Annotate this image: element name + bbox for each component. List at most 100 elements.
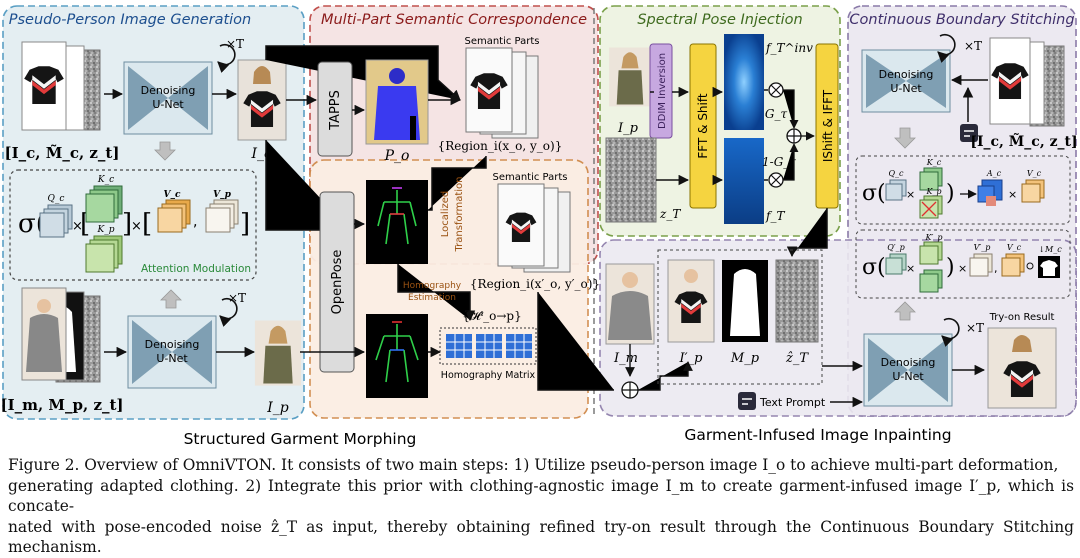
svg-text:,: ,: [193, 214, 197, 230]
svg-text:Denoising: Denoising: [881, 356, 936, 369]
semantic-parts-stack-2: [497, 183, 571, 273]
key-matrix-kp: [85, 235, 123, 273]
stitch-vc-2: [1001, 253, 1025, 277]
spectral-source-person: [609, 47, 651, 107]
fft-shift-module[interactable]: FFT & Shift: [689, 43, 717, 209]
denoising-unet-1: Denoising U-Net: [123, 61, 213, 135]
svg-text:A_c: A_c: [986, 169, 1002, 178]
svg-text:σ(: σ(: [862, 181, 886, 206]
svg-text:V_c: V_c: [1007, 243, 1022, 252]
svg-text:Q_c: Q_c: [48, 194, 65, 204]
homography-set-label: {𝓗ⁱ_o→p}: [462, 309, 521, 323]
text-prompt-label: Text Prompt: [759, 396, 826, 409]
svg-text:Estimation: Estimation: [408, 293, 456, 303]
value-matrix-vp: [205, 199, 239, 233]
svg-text:K_c: K_c: [926, 158, 942, 167]
svg-text:]: ]: [122, 209, 132, 239]
svg-text:K_p: K_p: [925, 187, 941, 196]
homography-matrix-label: Homography Matrix: [441, 370, 536, 381]
svg-text:×: ×: [72, 219, 83, 234]
svg-text:IShift & IFFT: IShift & IFFT: [821, 89, 835, 162]
query-matrix-qc: [39, 204, 73, 238]
garment-infused-image: [667, 259, 715, 343]
garment-mask-icon: [1038, 256, 1060, 278]
ip-prime-label: I′_p: [679, 351, 704, 366]
svg-text:↓M_c: ↓M_c: [1038, 245, 1062, 254]
svg-text:): ): [946, 181, 955, 206]
ddim-inversion-module[interactable]: DDIM Inversion: [649, 43, 673, 139]
svg-text:TAPPS: TAPPS: [328, 90, 343, 131]
noise-zT-image: [605, 137, 657, 223]
loop-count-bottom: ×T: [228, 291, 246, 305]
pseudo-person-image: [237, 59, 287, 141]
svg-text:Denoising: Denoising: [141, 84, 196, 97]
svg-text:K_p: K_p: [97, 225, 115, 235]
target-person-image: [254, 320, 302, 386]
caption-line-2: generating adapted clothing. 2) Integrat…: [8, 476, 1074, 516]
pose-skeleton-target: [366, 314, 428, 398]
svg-text:[: [: [142, 209, 152, 239]
fT-label: f_T: [765, 209, 785, 223]
ip-label: I_p: [266, 400, 289, 416]
semantic-correspondence-title: Multi-Part Semantic Correspondence: [321, 12, 587, 28]
svg-text:Denoising: Denoising: [145, 338, 200, 351]
region-prime-label: {Region_i(x′_o, y′_o)}: [470, 277, 600, 291]
stitch-ac: [977, 179, 1003, 206]
svg-text:Homography: Homography: [403, 281, 462, 291]
mask-mp-image: [722, 260, 768, 342]
svg-text:V_c: V_c: [1027, 169, 1042, 178]
ip-spec-label: I_p: [617, 121, 639, 136]
boundary-stitching-title: Continuous Boundary Stitching: [849, 12, 1074, 28]
svg-text:FFT & Shift: FFT & Shift: [696, 93, 710, 158]
stitch-kp: [919, 195, 943, 219]
pseudo-person-title: Pseudo-Person Image Generation: [9, 12, 251, 28]
tapps-module[interactable]: TAPPS: [317, 61, 353, 157]
po-label: P_o: [384, 148, 410, 164]
spectral-pose-title: Spectral Pose Injection: [637, 12, 802, 28]
semantic-parts-label-2: Semantic Parts: [492, 172, 567, 183]
section-title-left: Structured Garment Morphing: [184, 430, 417, 448]
spectrum-finv: [724, 34, 764, 130]
semantic-parts-stack-1: [465, 47, 539, 139]
spectrum-fT: [724, 138, 764, 224]
stitch-qp-prime: [885, 253, 907, 275]
svg-text:): ): [946, 255, 955, 280]
svg-text:K′_p: K′_p: [925, 233, 943, 242]
stitch-kc: [919, 167, 943, 191]
stitch-qc: [885, 179, 907, 201]
garment-input-stack-top: [21, 41, 101, 131]
g-tau-label: G_τ: [765, 107, 788, 121]
ishift-ifft-module[interactable]: IShift & IFFT: [815, 43, 839, 209]
section-title-right: Garment-Infused Image Inpainting: [684, 426, 951, 444]
attention-modulation-label: Attention Modulation: [141, 263, 251, 275]
zhat-label: ẑ_T: [785, 351, 809, 366]
value-matrix-vc: [157, 199, 191, 233]
finv-label: f_T^inv: [765, 41, 813, 55]
inpainting-panel: [599, 239, 1077, 417]
svg-text:Transformation: Transformation: [454, 176, 465, 252]
svg-text:Denoising: Denoising: [879, 68, 934, 81]
omnivton-overview-figure: Pseudo-Person Image Generation Multi-Par…: [0, 5, 1078, 448]
svg-text:DDIM Inversion: DDIM Inversion: [657, 53, 668, 129]
figure-caption: Figure 2. Overview of OmniVTON. It consi…: [8, 455, 1074, 558]
svg-text:×: ×: [1008, 188, 1017, 201]
denoising-unet-2: Denoising U-Net: [127, 315, 217, 389]
svg-text:×: ×: [906, 188, 915, 201]
svg-text:×: ×: [906, 262, 915, 275]
inpaint-inputs-box: [657, 249, 823, 385]
openpose-module[interactable]: OpenPose: [319, 191, 355, 373]
parsing-map-po: [365, 59, 429, 145]
homography-matrices: [446, 334, 532, 358]
svg-text:[: [: [80, 209, 90, 239]
right-inputs-label: [I_c, M̃_c, z_t]: [970, 132, 1077, 150]
bottom-inputs-label: [I_m, M_p, z_t]: [0, 396, 123, 414]
loop-count-right: ×T: [964, 39, 982, 53]
key-matrix-kc: [85, 185, 123, 223]
svg-text:×: ×: [131, 219, 142, 234]
garment-input-stack-right: [989, 37, 1065, 127]
svg-text:Q_c: Q_c: [888, 169, 904, 178]
stitch-kp-prime-1: [919, 241, 943, 265]
stitch-vp-prime: [969, 253, 993, 277]
try-on-result-label: Try-on Result: [989, 312, 1055, 323]
svg-text:V′_p: V′_p: [974, 243, 991, 252]
